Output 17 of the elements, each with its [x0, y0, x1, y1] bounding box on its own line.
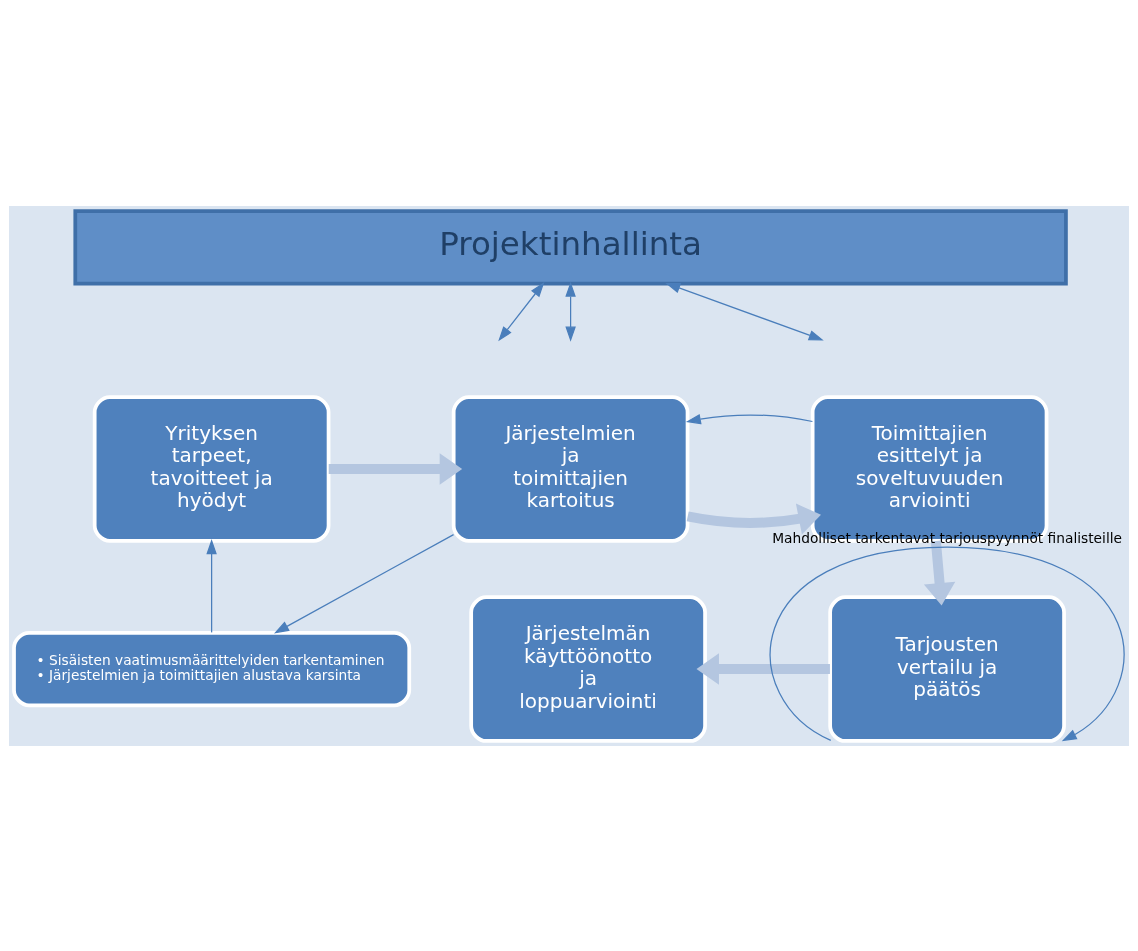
arrow [328, 452, 463, 485]
node-box: Järjestelmän käyttöönotto ja loppuarviointi [469, 594, 707, 743]
arrow [498, 281, 545, 341]
node-box: Projektinhallinta [73, 208, 1068, 285]
arrow [696, 652, 830, 685]
node-box: Yrityksen tarpeet, tavoitteet ja hyödyt [92, 394, 331, 543]
node-box: • Sisäisten vaatimusmäärittelyiden tarkentaminen • Järjestelmien ja toimittajien alustava karsinta [12, 630, 412, 707]
arrow [274, 533, 455, 633]
node-box: Järjestelmien ja toimittajien kartoitus [451, 394, 690, 543]
arrow [206, 538, 217, 633]
arrow [923, 540, 956, 606]
node-box: Tarjousten vertailu ja päätös [828, 594, 1066, 743]
arrow [769, 546, 1124, 741]
arrow [686, 503, 821, 534]
arrow [685, 413, 814, 424]
arrow [565, 281, 576, 342]
arrow [665, 282, 824, 340]
